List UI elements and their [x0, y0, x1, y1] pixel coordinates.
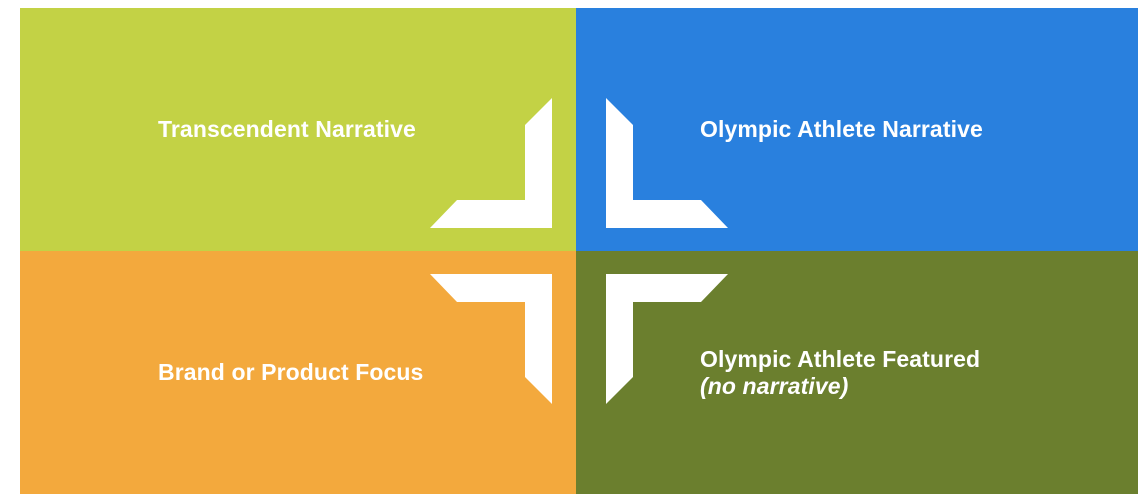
- quadrant-top-right[interactable]: Olympic Athlete Narrative: [576, 8, 1138, 251]
- quadrant-bottom-right[interactable]: Olympic Athlete Featured(no narrative): [576, 251, 1138, 494]
- quadrant-matrix: Transcendent Narrative Olympic Athlete N…: [20, 8, 1138, 494]
- quadrant-bottom-left[interactable]: Brand or Product Focus: [20, 251, 576, 494]
- quadrant-top-right-label: Olympic Athlete Narrative: [700, 116, 983, 143]
- quadrant-bottom-right-label-line1: Olympic Athlete Featured: [700, 345, 981, 372]
- quadrant-grid: Transcendent Narrative Olympic Athlete N…: [20, 8, 1138, 494]
- quadrant-top-left[interactable]: Transcendent Narrative: [20, 8, 576, 251]
- quadrant-bottom-left-label: Brand or Product Focus: [158, 359, 424, 386]
- quadrant-bottom-right-label: Olympic Athlete Featured(no narrative): [700, 346, 980, 399]
- quadrant-bottom-right-label-line2: (no narrative): [700, 372, 849, 399]
- quadrant-top-left-label: Transcendent Narrative: [158, 116, 416, 143]
